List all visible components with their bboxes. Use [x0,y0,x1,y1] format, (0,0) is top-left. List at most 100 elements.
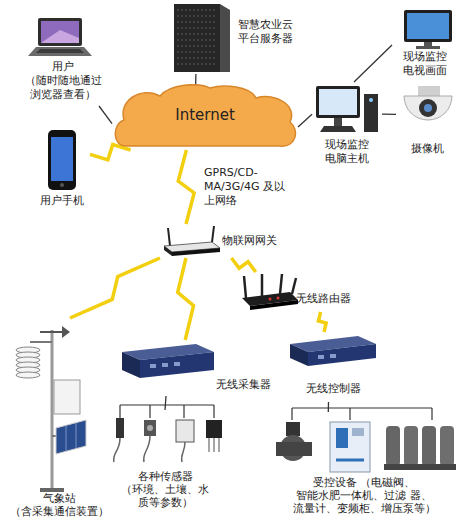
device-caption: 物联网网关 [222,234,286,248]
sensor-bracket [213,405,214,418]
sensor-bracket [183,405,184,418]
controller-icon [330,354,336,358]
laptop-icon [28,18,92,56]
wired-link [298,114,312,127]
camera-icon [418,86,440,96]
tv-monitor-icon [424,42,432,46]
wired-link [382,114,396,116]
device-caption: 各种传感器 （环境、土壤、水 质等参数） [120,470,210,509]
pc-host-icon [369,98,373,102]
controlled-device-icons [384,464,456,470]
sensor-icons [218,438,220,452]
weather-station-icon [76,423,77,448]
phone-icon [51,137,73,181]
collector-icon [174,362,180,366]
wireless-collector: 无线采集器 [118,340,278,396]
pc-host-icon [320,126,356,132]
device-caption: 用户手机 [34,194,90,208]
device-caption: 现场监控 电视画面 [400,50,450,78]
sensor-icons [144,420,156,436]
sensor-icons [116,418,124,438]
collector-icon [162,363,168,367]
router-icon [292,278,296,294]
server-rack-icon [177,10,217,11]
monitor-tv: 现场监控 电视画面 [392,8,458,82]
tv-monitor-icon [407,13,449,39]
monitor-pc: 现场监控 电脑主机 [312,82,382,174]
controlled-devices: 受控设备 （电磁阀、智能水肥一体机、过滤 器、流量计、变频柜、增压泵等） [270,412,458,522]
camera-icon [424,104,432,112]
wireless-controller: 无线控制器 [288,332,378,402]
user-phone: 用户手机 [34,128,90,216]
wireless-link [178,258,194,340]
camera-icon [404,96,452,120]
device-caption: 摄像机 [396,142,458,156]
device-caption: 用户 （随时随地通过 浏览器查看） [23,60,103,101]
tv-monitor-icon [404,10,452,49]
sensor-icons [176,420,194,442]
camera: 摄像机 [396,84,458,160]
pc-host-icon [316,86,378,132]
sensor-icons [147,425,153,431]
controlled-device-icons [352,428,364,436]
camera-icon [404,86,452,120]
device-bracket [292,408,432,420]
tv-monitor-icon [404,10,452,42]
network-label: GPRS/CD- MA/3G/4G 及以 上网络 [204,166,292,207]
collector-icon [150,364,156,368]
server-rack-icon [177,58,217,59]
server-rack-icon [174,4,230,72]
wireless-link [318,312,326,332]
wired-link [195,74,196,84]
controlled-device-icons [386,426,400,466]
weather-station-icon [51,330,54,490]
router-icon [242,274,298,310]
sensor-icons [114,438,120,462]
phone-icon [60,183,64,187]
device-caption: 无线采集器 [216,378,276,392]
weather-station-icon [62,326,70,338]
gateway-icon [172,248,220,256]
weather-station-icon [30,341,52,343]
server-rack-icon [174,4,220,72]
router-icon [250,300,298,310]
controlled-device-icons [336,459,364,462]
weather-station-icon [54,380,80,414]
router-icon [244,276,246,298]
weather-station: 气象站 （含采集通信装置） [4,318,114,523]
laptop-icon [38,18,82,46]
controlled-device-icons [330,422,370,472]
device-caption: 智慧农业云 平台服务器 [238,18,300,46]
server-rack-icon [177,40,217,41]
camera-icon [419,99,437,117]
sensor-icons [144,436,150,462]
controller-icon [290,336,376,366]
sensor-icons [206,420,222,438]
gateway-icon [168,228,170,246]
server-rack-icon [177,52,217,53]
device-caption: 受控设备 （电磁阀、智能水肥一体机、过滤 器、流量计、变频柜、增压泵等） [284,476,444,515]
controller-icon [290,344,308,366]
user-laptop: 用户 （随时随地通过 浏览器查看） [18,14,108,106]
laptop-icon [36,49,84,53]
device-caption: 现场监控 电脑主机 [317,138,377,166]
wireless-router: 无线路由器 [238,272,356,312]
controller-icon [318,355,324,359]
device-bracket [431,408,432,420]
collector-icon [140,352,214,378]
sensor-bracket [120,405,214,418]
laptop-icon [28,47,92,56]
wireless-link [232,258,256,272]
router-icon [269,298,272,301]
phone-icon [48,130,76,190]
laptop-icon [41,30,79,43]
controlled-device-icons [422,426,436,466]
server-rack-icon [177,16,217,17]
controlled-device-icons [440,426,454,466]
controlled-device-icons [404,426,418,466]
server-rack-icon [177,46,217,47]
server-rack-icon [177,64,217,65]
cloud-title: Internet [112,106,298,125]
wireless-link [70,258,160,318]
pc-host-icon [319,89,357,115]
